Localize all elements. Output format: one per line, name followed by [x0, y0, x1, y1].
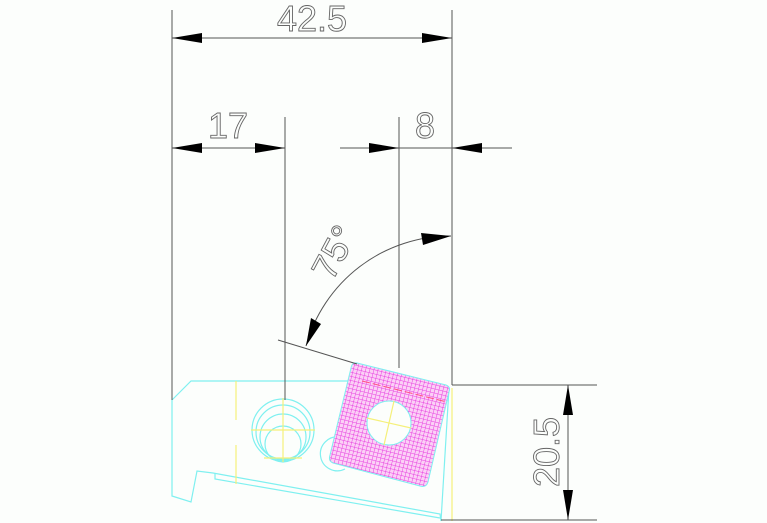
dimension-overall-width: 42.5 [171, 0, 453, 400]
dimension-label: 75° [303, 218, 365, 285]
arrow-down-icon [563, 490, 573, 520]
arrow-left-icon [172, 33, 202, 43]
cutting-insert [328, 362, 451, 487]
dimension-label: 8 [415, 105, 435, 146]
arrow-icon [306, 318, 321, 346]
dimension-label: 20.5 [526, 417, 567, 487]
dimension-right-offset: 8 [340, 105, 512, 368]
dimension-left-offset: 17 [172, 105, 286, 400]
dimension-label: 17 [208, 105, 248, 146]
arrow-right-icon [369, 143, 399, 153]
dimension-label: 42.5 [277, 0, 347, 39]
arrow-right-icon [422, 33, 452, 43]
centerlines [235, 381, 453, 521]
arrow-up-icon [563, 385, 573, 415]
arrow-left-icon [172, 143, 202, 153]
relief-circle [319, 436, 346, 472]
arrow-left-icon [452, 143, 482, 153]
dimension-height: 20.5 [441, 384, 597, 521]
tool-body [171, 380, 453, 522]
arrow-icon [421, 233, 451, 245]
dimension-angle: 75° [277, 218, 452, 365]
arrow-right-icon [255, 143, 285, 153]
